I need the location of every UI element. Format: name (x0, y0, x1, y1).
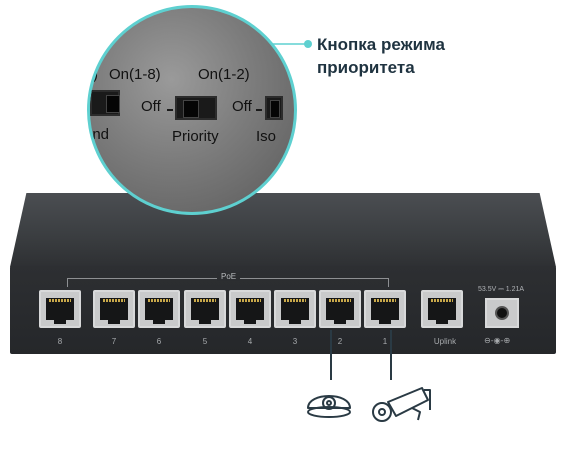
port-number: 1 (382, 337, 388, 346)
uplink-label: Uplink (433, 337, 457, 346)
polarity-symbol: ⊖-◉-⊕ (484, 336, 511, 345)
priority-switch (175, 96, 217, 120)
cable-line (390, 330, 392, 380)
ethernet-port-3 (274, 290, 316, 328)
port-number: 4 (247, 337, 253, 346)
ethernet-port-7 (93, 290, 135, 328)
uplink-port (421, 290, 463, 328)
isolation-switch (265, 96, 283, 120)
zoom-label-isolation: Iso (256, 128, 277, 145)
port-number: 2 (337, 337, 343, 346)
callout-line-1: Кнопка режима (317, 35, 445, 54)
port-mode-switch (90, 90, 120, 116)
zoom-label-off-left: Off (141, 98, 161, 115)
dash-mark (167, 109, 173, 111)
zoom-label-on-1-8: On(1-8) (109, 66, 161, 83)
power-jack (485, 298, 519, 328)
bullet-camera-icon (372, 387, 431, 422)
ethernet-port-5 (184, 290, 226, 328)
zoom-label-off-right: Off (232, 98, 252, 115)
zoom-label-extend: end (90, 126, 110, 143)
ethernet-port-8 (39, 290, 81, 328)
zoom-label-fragment: ) (93, 66, 98, 83)
poe-label: PoE (217, 272, 241, 281)
ethernet-port-1 (364, 290, 406, 328)
dome-camera-icon (307, 395, 351, 418)
port-number: 7 (111, 337, 117, 346)
cable-line (330, 330, 332, 380)
priority-mode-callout: Кнопка режима приоритета (317, 33, 537, 79)
port-number: 3 (292, 337, 298, 346)
dash-mark (256, 109, 262, 111)
switch-top-panel (10, 193, 556, 267)
zoom-label-on-1-2: On(1-2) (198, 66, 250, 83)
ethernet-port-6 (138, 290, 180, 328)
zoom-label-priority: Priority (172, 128, 219, 145)
callout-line-2: приоритета (317, 58, 415, 77)
power-spec-label: 53.5V ⎓ 1.21A (478, 286, 525, 293)
port-number: 8 (57, 337, 63, 346)
ethernet-port-2 (319, 290, 361, 328)
zoom-magnifier: ) On(1-8) On(1-2) Off Off end Priority I… (87, 5, 297, 215)
ethernet-port-4 (229, 290, 271, 328)
port-number: 6 (156, 337, 162, 346)
port-number: 5 (202, 337, 208, 346)
